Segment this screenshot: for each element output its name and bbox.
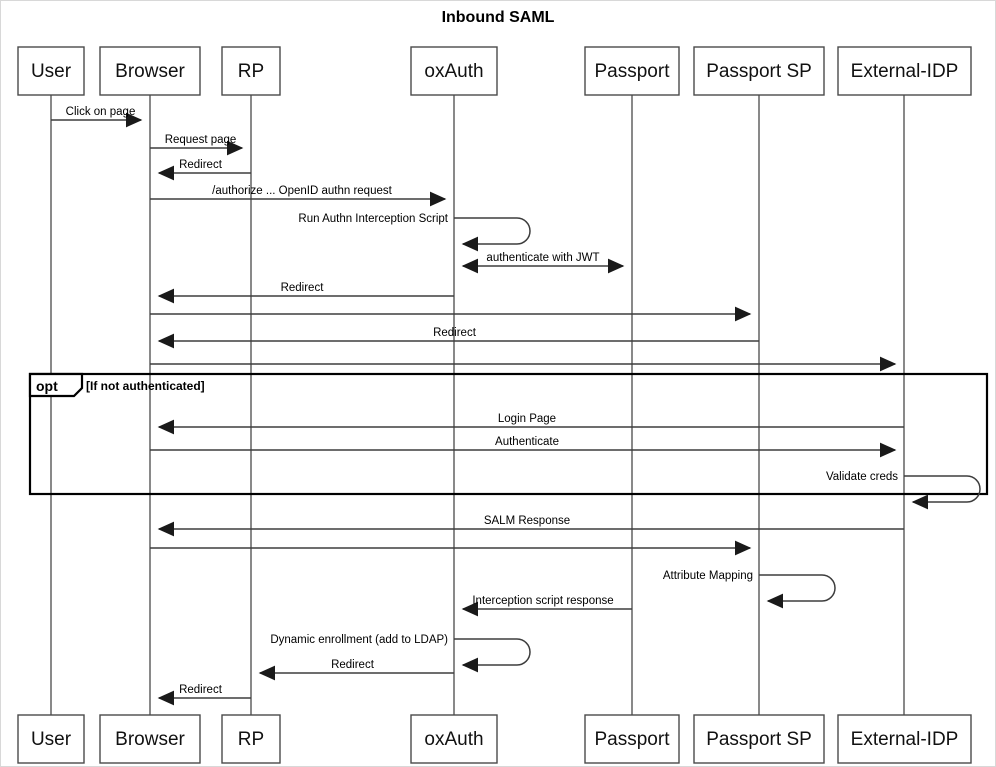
participant-label-externalidp: External-IDP	[851, 61, 959, 82]
message-label: Redirect	[433, 327, 477, 339]
participant-label-oxauth: oxAuth	[424, 61, 483, 82]
participant-browser-footer[interactable]: Browser	[99, 714, 201, 764]
participant-label-user: User	[31, 61, 72, 82]
participants-layer: UserUserBrowserBrowserRPRPoxAuthoxAuthPa…	[17, 46, 972, 764]
message-1-user-to-browser: Click on page	[51, 106, 143, 128]
message-label: Authenticate	[495, 436, 559, 448]
message-label: Login Page	[498, 413, 556, 425]
participant-externalidp-header[interactable]: External-IDP	[837, 46, 972, 96]
participant-oxauth-header[interactable]: oxAuth	[410, 46, 498, 96]
message-19-oxauth-to-rp: Redirect	[258, 659, 454, 681]
fragment-operator-label: opt	[36, 378, 58, 394]
message-label: Dynamic enrollment (add to LDAP)	[270, 634, 448, 646]
message-label: Request page	[165, 134, 237, 146]
participant-label-passport: Passport	[595, 61, 671, 82]
self-message-line	[454, 217, 531, 252]
message-6-oxauth-to-passport: authenticate with JWT	[461, 252, 625, 274]
message-9-passportsp-to-browser: Redirect	[157, 327, 759, 349]
participant-passportsp-footer[interactable]: Passport SP	[693, 714, 825, 764]
message-16-passportsp-to-passportsp: Attribute Mapping	[663, 570, 836, 609]
message-label: Validate creds	[826, 471, 898, 483]
participant-oxauth-footer[interactable]: oxAuth	[410, 714, 498, 764]
participant-rp-header[interactable]: RP	[221, 46, 281, 96]
participant-label-oxauth: oxAuth	[424, 729, 483, 750]
participant-rp-footer[interactable]: RP	[221, 714, 281, 764]
message-label: Redirect	[331, 659, 375, 671]
participant-label-externalidp: External-IDP	[851, 729, 959, 750]
fragment-guard-label: [If not authenticated]	[86, 379, 205, 393]
message-17-passport-to-oxauth: Interception script response	[461, 595, 632, 617]
lifelines-layer	[50, 95, 905, 715]
fragment-operator-tab	[28, 372, 84, 398]
message-label: authenticate with JWT	[486, 252, 599, 264]
message-label: Redirect	[179, 684, 223, 696]
message-7-oxauth-to-browser: Redirect	[157, 282, 454, 304]
participant-user-footer[interactable]: User	[17, 714, 85, 764]
self-message-line	[759, 574, 836, 609]
fragments-layer: opt [If not authenticated]	[28, 372, 989, 496]
participant-label-passportsp: Passport SP	[706, 729, 812, 750]
message-label: Attribute Mapping	[663, 570, 753, 582]
message-4-browser-to-oxauth: /authorize ... OpenID authn request	[150, 185, 447, 207]
self-message-line	[904, 475, 981, 510]
participant-label-browser: Browser	[115, 61, 185, 82]
message-14-externalidp-to-browser: SALM Response	[157, 515, 904, 537]
participant-label-rp: RP	[238, 61, 264, 82]
page-title: Inbound SAML	[442, 9, 555, 26]
participant-passport-header[interactable]: Passport	[584, 46, 680, 96]
message-2-browser-to-rp: Request page	[150, 134, 244, 156]
message-label: /authorize ... OpenID authn request	[212, 185, 392, 197]
message-label: Redirect	[281, 282, 325, 294]
fragment-opt-not-authenticated: opt [If not authenticated]	[28, 372, 989, 496]
message-label: Run Authn Interception Script	[298, 213, 448, 225]
participant-label-browser: Browser	[115, 729, 185, 750]
message-20-rp-to-browser: Redirect	[157, 684, 251, 706]
participant-label-passport: Passport	[595, 729, 671, 750]
message-label: Interception script response	[472, 595, 613, 607]
message-13-externalidp-to-externalidp: Validate creds	[826, 471, 981, 510]
message-12-browser-to-externalidp: Authenticate	[150, 436, 897, 458]
message-5-oxauth-to-oxauth: Run Authn Interception Script	[298, 213, 531, 252]
message-3-rp-to-browser: Redirect	[157, 159, 251, 181]
message-18-oxauth-to-oxauth: Dynamic enrollment (add to LDAP)	[270, 634, 531, 673]
participant-passport-footer[interactable]: Passport	[584, 714, 680, 764]
self-message-line	[454, 638, 531, 673]
participant-label-user: User	[31, 729, 72, 750]
participant-label-passportsp: Passport SP	[706, 61, 812, 82]
participant-passportsp-header[interactable]: Passport SP	[693, 46, 825, 96]
participant-user-header[interactable]: User	[17, 46, 85, 96]
participant-browser-header[interactable]: Browser	[99, 46, 201, 96]
message-label: SALM Response	[484, 515, 570, 527]
message-11-externalidp-to-browser: Login Page	[157, 413, 904, 435]
participant-label-rp: RP	[238, 729, 264, 750]
message-label: Redirect	[179, 159, 223, 171]
participant-externalidp-footer[interactable]: External-IDP	[837, 714, 972, 764]
message-label: Click on page	[66, 106, 136, 118]
